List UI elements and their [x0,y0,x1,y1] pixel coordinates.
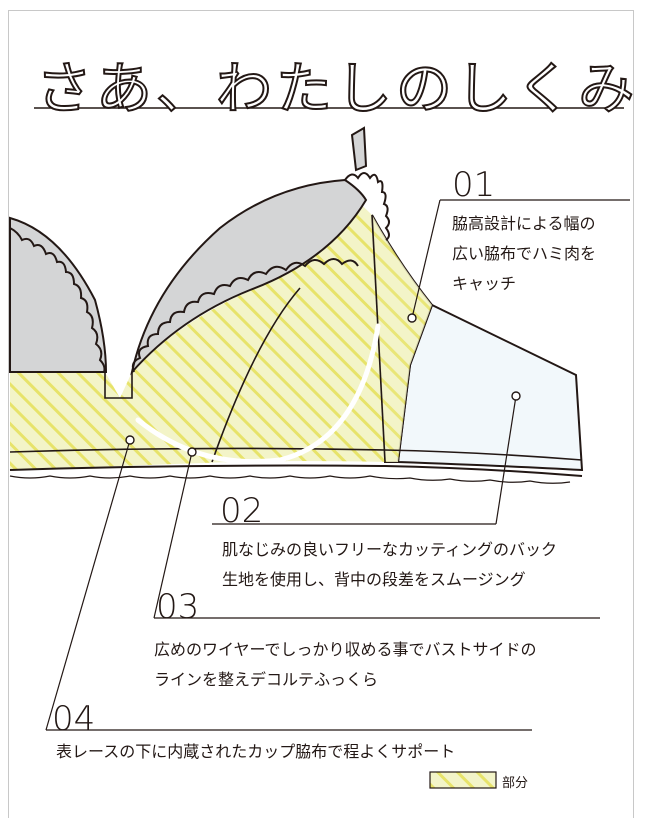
underband-bottom [9,464,583,477]
underband-wave [9,475,571,484]
underband-top [9,447,583,461]
callout-01-line-1: 脇高設計による幅の [452,214,596,233]
callout-01-line-3: キャッチ [452,274,517,293]
panel-seam-left [211,287,301,463]
center-gore [104,372,133,399]
right-cup-lace-edge [131,258,359,373]
leader-dot-03 [187,447,197,457]
callout-01-number: 01 [452,165,496,205]
leader-line-03 [153,451,193,619]
left-cup [9,216,108,373]
callout-02-line-2: 生地を使用し、背中の段差をスムージング [222,570,526,589]
callout-04-number: 04 [52,699,96,739]
callout-03-line-2: ラインを整えデコルテふっくら [154,670,379,689]
callout-04-line-1: 表レースの下に内蔵されたカップ脇布で程よくサポート [56,742,456,761]
callout-03-line-1: 広めのワイヤーでしっかり収める事でバストサイドの [154,640,537,659]
leader-line-02 [495,395,517,525]
leader-dot-01 [407,313,417,323]
legend-swatch [429,771,497,789]
shoulder-strap [350,126,368,172]
top-lace-edge [344,172,390,241]
page-title: さあ、わたしのしくみ [35,56,639,123]
frame-left-border [8,10,9,818]
right-cup [130,178,368,376]
callout-01-line-2: 広い脇布でハミ肉を [452,244,597,263]
back-fabric [396,303,584,472]
left-cup-lace-edge [9,227,106,373]
frame-right-border [633,10,634,818]
leader-dot-04 [125,435,135,445]
legend-label: 部分 [502,776,529,791]
side-panel-stripes [372,215,432,462]
callout-02-line-1: 肌なじみの良いフリーなカッティングのバック [222,540,558,559]
leader-dot-02 [511,391,521,401]
leader-line-04 [45,439,131,731]
leader-line-01 [411,199,441,319]
callout-02-number: 02 [220,491,264,531]
callout-03-number: 03 [156,587,200,627]
frame-top-border [8,10,634,11]
underwire [135,323,381,465]
